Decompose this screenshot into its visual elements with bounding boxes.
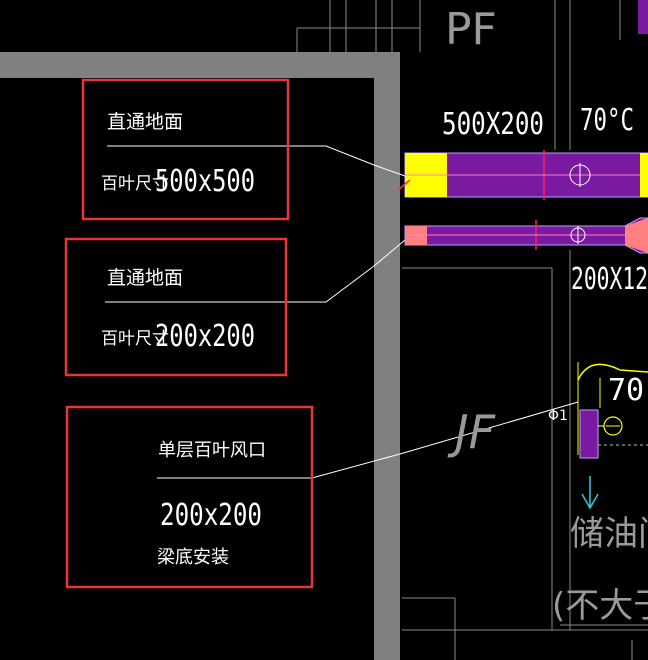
fire-damper	[577, 362, 648, 459]
upper-duct	[397, 150, 648, 200]
wall	[0, 52, 400, 660]
annotation-2: 直通地面 百叶尺寸 200x200	[101, 267, 255, 354]
highlight-box-1	[81, 78, 290, 221]
annotation-1-line1: 直通地面	[107, 111, 183, 133]
cyan-arrow-icon	[581, 476, 599, 510]
duct-label-small: Φ1	[548, 408, 568, 424]
highlight-box-3	[65, 405, 314, 589]
leader-line-1	[107, 145, 406, 177]
duct-label-upper-size: 500X200	[442, 107, 544, 142]
purple-marker	[638, 0, 648, 34]
highlight-boxes	[64, 78, 314, 589]
room-label-pf: PF	[445, 4, 497, 55]
annotation-1-line2: 百叶尺寸	[101, 174, 169, 194]
annotation-2-line2: 百叶尺寸	[101, 329, 169, 349]
duct-label-upper-temp: 70°C	[580, 103, 634, 138]
highlight-box-2	[64, 237, 288, 377]
annotation-3-size: 200x200	[160, 498, 262, 533]
annotation-2-size: 200x200	[155, 319, 255, 354]
room-label-storage: 储油间	[570, 514, 648, 554]
annotation-1: 直通地面 百叶尺寸 500x500	[101, 111, 255, 199]
annotation-2-line1: 直通地面	[107, 267, 183, 289]
room-note: (不大于	[552, 586, 648, 626]
annotation-3: 单层百叶风口 200x200 梁底安装	[157, 440, 266, 568]
annotation-3-line1: 单层百叶风口	[158, 440, 266, 461]
lower-duct	[404, 217, 648, 254]
annotation-3-line3: 梁底安装	[157, 547, 229, 568]
annotation-1-size: 500x500	[155, 164, 255, 199]
leader-line-3	[157, 401, 579, 479]
room-label-jf: JF	[447, 405, 496, 459]
leader-line-2	[105, 239, 406, 303]
duct-label-right-temp: 70	[608, 373, 644, 408]
duct-label-lower-size: 200X12	[571, 262, 648, 297]
background-lines	[296, 0, 648, 660]
leader-lines	[105, 145, 579, 479]
